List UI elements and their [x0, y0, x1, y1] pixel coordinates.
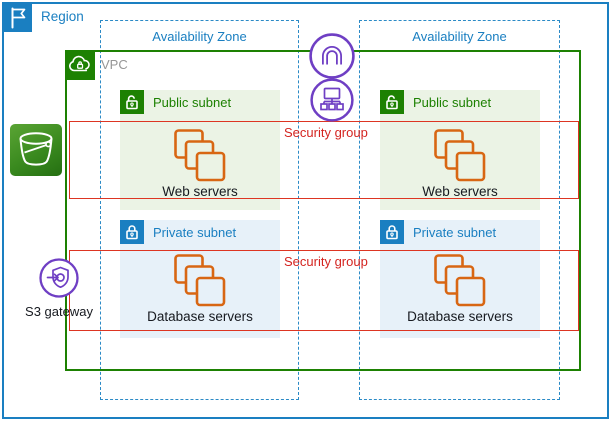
public-subnet-2: Public subnet: [380, 90, 540, 210]
web-servers-group-1: Web servers: [120, 129, 280, 199]
ec2-instances-icon: [434, 129, 486, 182]
closed-lock-icon: [380, 220, 404, 244]
availability-zone-1-label: Availability Zone: [152, 29, 247, 44]
public-subnet-2-label: Public subnet: [413, 94, 492, 110]
internet-gateway-icon: [309, 33, 355, 84]
database-servers-group-1: Database servers: [120, 254, 280, 324]
s3-gateway-endpoint-icon: [39, 258, 79, 303]
ec2-instances-icon: [434, 254, 486, 307]
vpc-label: VPC: [101, 57, 128, 72]
private-subnet-1-label: Private subnet: [153, 224, 237, 240]
s3-gateway-label: S3 gateway: [25, 304, 93, 319]
database-servers-group-2: Database servers: [380, 254, 540, 324]
availability-zone-2-label: Availability Zone: [412, 29, 507, 44]
open-lock-icon: [120, 90, 144, 114]
web-servers-group-2: Web servers: [380, 129, 540, 199]
security-group-2-label: Security group: [284, 254, 368, 269]
region-flag-icon: [2, 2, 32, 32]
ec2-instances-icon: [174, 129, 226, 182]
availability-zone-2: Availability Zone: [359, 20, 560, 400]
closed-lock-icon: [120, 220, 144, 244]
open-lock-icon: [380, 90, 404, 114]
vpc-cloud-lock-icon: [65, 50, 95, 80]
database-servers-label-2: Database servers: [407, 309, 513, 324]
private-subnet-2-label: Private subnet: [413, 224, 497, 240]
security-group-1-box: [69, 121, 579, 199]
public-subnet-1-label: Public subnet: [153, 94, 232, 110]
ec2-instances-icon: [174, 254, 226, 307]
load-balancer-icon: [310, 78, 354, 127]
availability-zone-1: Availability Zone: [100, 20, 299, 400]
s3-bucket-icon: [10, 124, 62, 176]
region-label: Region: [41, 9, 84, 24]
web-servers-label-2: Web servers: [422, 184, 498, 199]
database-servers-label-1: Database servers: [147, 309, 253, 324]
web-servers-label-1: Web servers: [162, 184, 238, 199]
security-group-1-label: Security group: [284, 125, 368, 140]
